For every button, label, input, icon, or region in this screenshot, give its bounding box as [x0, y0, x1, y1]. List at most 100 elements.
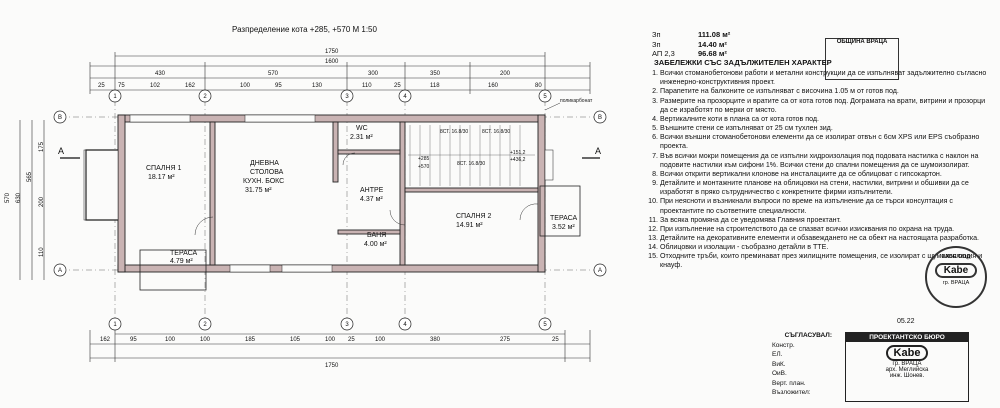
dim-top-fine: 118	[430, 83, 440, 89]
level-mark: +285	[418, 156, 429, 162]
approval-row: ВиК.	[772, 360, 786, 368]
dim-left: 110	[39, 247, 45, 257]
level-mark: +436,2	[510, 157, 526, 163]
note-item: Парапетите на балконите се изпълняват с …	[660, 87, 991, 96]
axis-label: 4	[403, 322, 407, 328]
section-mark: А	[595, 146, 601, 156]
note-item: Отходните тръби, които преминават през ж…	[660, 252, 991, 270]
dim-top-fine: 25	[98, 83, 105, 89]
dim-top-part: 300	[368, 71, 379, 77]
dim-top-mid: 1600	[325, 59, 339, 65]
dim-bottom-part: 380	[430, 337, 441, 343]
dim-top-fine: 162	[185, 83, 196, 89]
axis-label: B	[598, 115, 602, 121]
notes-title: ЗАБЕЛЕЖКИ СЪС ЗАДЪЛЖИТЕЛЕН ХАРАКТЕР	[654, 58, 832, 67]
dim-top-fine: 75	[118, 83, 125, 89]
dim-top-part: 200	[500, 71, 511, 77]
dim-bottom-part: 25	[348, 337, 355, 343]
note-item: Детайлите и монтажните планове на облицо…	[660, 179, 991, 197]
axis-label: 1	[113, 94, 117, 100]
dim-top-fine: 95	[275, 83, 282, 89]
room-name: КУХН. БОКС	[243, 178, 284, 185]
room-name: СПАЛНЯ 2	[456, 213, 492, 220]
dim-left: 570	[5, 192, 11, 203]
approval-row: Констр.	[772, 341, 795, 349]
axis-label: A	[58, 268, 62, 274]
approval-row: Възложител:	[772, 389, 811, 396]
municipality-stamp: ОБЩИНА ВРАЦА	[825, 38, 899, 80]
axis-label: 4	[403, 94, 407, 100]
axis-label: 3	[345, 322, 349, 328]
dim-bottom-part: 105	[290, 337, 301, 343]
room-name: АНТРЕ	[360, 187, 384, 194]
room-name: СТОЛОВА	[250, 169, 284, 176]
dim-bottom-part: 100	[325, 337, 336, 343]
roof-label: поликарбонат	[560, 98, 593, 104]
axis-label: 5	[543, 322, 547, 328]
axis-label: 2	[203, 94, 207, 100]
bureau-logo: Kabe	[885, 345, 929, 361]
dim-top-part: 570	[268, 71, 279, 77]
dim-bottom-part: 100	[200, 337, 211, 343]
note-item: Облицовки и изолации - съобразно детайли…	[660, 243, 991, 252]
room-area: 4.37 м²	[360, 196, 383, 203]
room-area: 31.75 м²	[245, 187, 272, 194]
bureau-header: ПРОЕКТАНТСКО БЮРО	[846, 333, 968, 342]
note-item: Всички външни стоманобетонови елементи д…	[660, 133, 991, 151]
note-item: Във всички мокри помещения да се изпълни…	[660, 152, 991, 170]
dim-top-part: 350	[430, 71, 441, 77]
room-area: 3.52 м²	[552, 224, 575, 231]
dim-bottom-part: 275	[500, 337, 511, 343]
note-item: Вертикалните коти в плана са от кота гот…	[660, 115, 991, 124]
section-mark: А	[58, 146, 64, 156]
axis-label: 1	[113, 322, 117, 328]
note-item: За всяка промяна да се уведомява Главния…	[660, 216, 991, 225]
stair-label: 8СТ. 16.8/30	[482, 129, 510, 135]
level-mark: +570	[418, 164, 429, 170]
dim-left: 175	[39, 141, 45, 152]
bureau-box: ПРОЕКТАНТСКО БЮРО Kabe гр. ВРАЦА арх. Ме…	[845, 332, 969, 402]
room-area: 4.79 м²	[170, 258, 193, 265]
room-name: БАНЯ	[367, 232, 386, 239]
bureau-engineer: инж. Шонев.	[889, 373, 925, 379]
dim-left: 200	[39, 196, 45, 207]
bureau-city: гр. ВРАЦА	[892, 361, 922, 367]
note-item: Детайлите на декоративните елементи и об…	[660, 234, 991, 243]
room-name: ДНЕВНА	[250, 160, 279, 167]
approval-row: Верт. план.	[772, 379, 806, 387]
dim-bottom-part: 185	[245, 337, 256, 343]
dim-bottom-part: 100	[375, 337, 386, 343]
approval-block: СЪГЛАСУВАЛ: Констр. ЕЛ. ВиК. ОиВ. Верт. …	[772, 331, 832, 398]
round-stamp: КАБЕ ООД Kabe гр. ВРАЦА	[925, 246, 987, 308]
note-item: При неясноти и възникнали въпроси по вре…	[660, 197, 991, 215]
dim-top-fine: 25	[394, 83, 401, 89]
dim-top-fine: 160	[488, 83, 499, 89]
level-mark: +151,2	[510, 150, 526, 156]
dim-bottom-part: 25	[552, 337, 559, 343]
dim-bottom-part: 162	[100, 337, 111, 343]
note-item: При изпълнение на строителството да се с…	[660, 225, 991, 234]
axis-label: 2	[203, 322, 207, 328]
dim-top-part: 430	[155, 71, 166, 77]
dim-bottom-total: 1750	[325, 363, 339, 369]
room-area: 14.91 м²	[456, 222, 483, 229]
room-area: 18.17 м²	[148, 174, 175, 181]
bureau-architect: арх. Меглийска	[885, 367, 929, 373]
room-area: 4.00 м²	[364, 241, 387, 248]
axis-label: B	[58, 115, 62, 121]
note-item: Размерите на прозорците и вратите са от …	[660, 97, 991, 115]
dim-bottom-part: 95	[130, 337, 137, 343]
approval-row: ОиВ.	[772, 370, 787, 377]
dim-left: 630	[16, 192, 22, 203]
axis-label: 3	[345, 94, 349, 100]
axis-label: 5	[543, 94, 547, 100]
notes-panel: ЗАБЕЛЕЖКИ СЪС ЗАДЪЛЖИТЕЛЕН ХАРАКТЕР Всич…	[646, 58, 991, 271]
room-name: СПАЛНЯ 1	[146, 165, 182, 172]
note-item: Всички стоманобетонови работи и метални …	[660, 69, 991, 87]
plan-title: Разпределение кота +285, +570 М 1:50	[232, 25, 378, 34]
stair-label: 8СТ. 16.8/30	[457, 161, 485, 167]
